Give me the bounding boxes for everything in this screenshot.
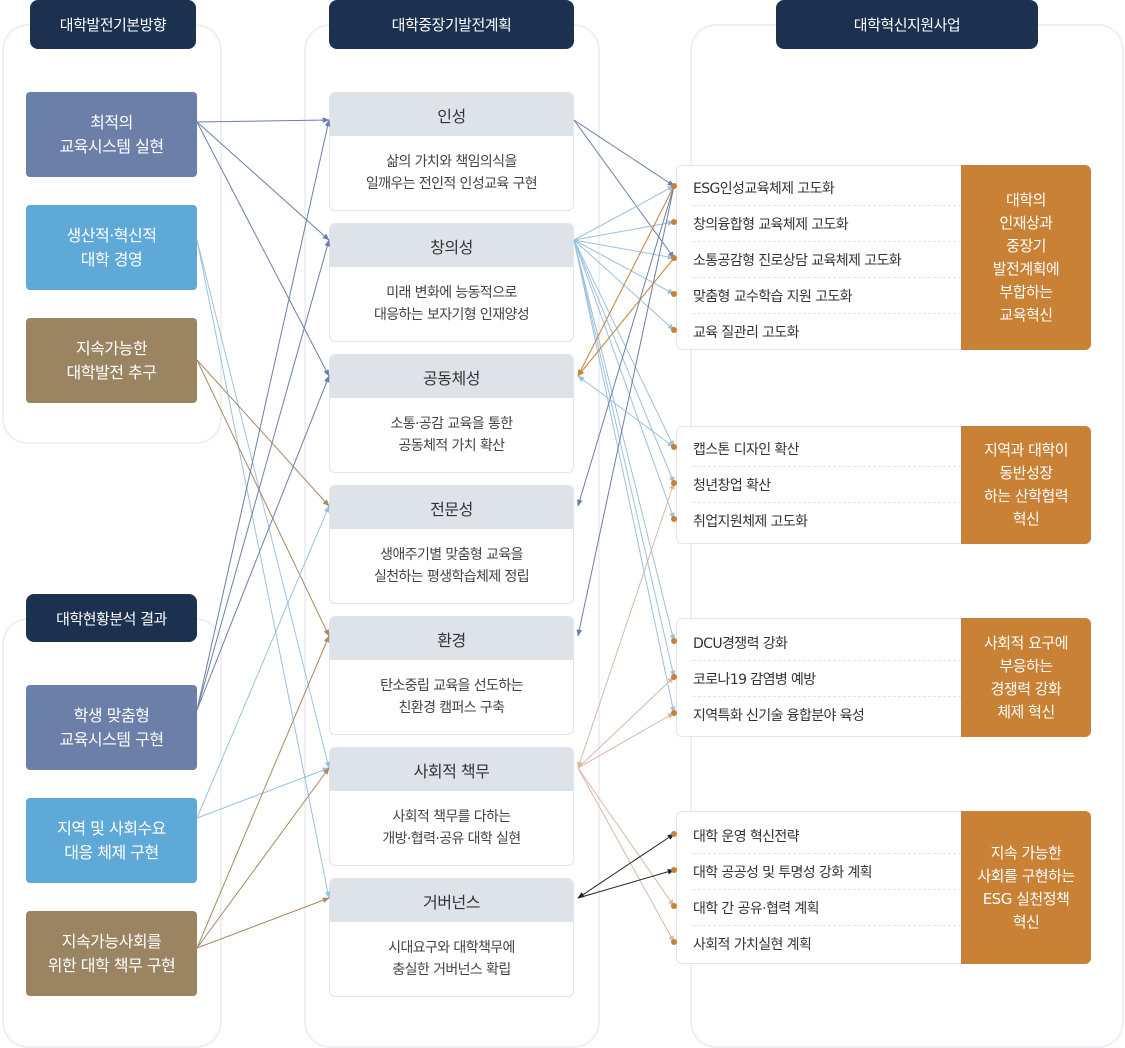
card-desc: 삶의 가치와 책임의식을 일깨우는 전인적 인성교육 구현 (365, 154, 538, 192)
right-group-industry-cooperation: 캡스톤 디자인 확산 청년창업 확산 취업지원체제 고도화 지역과 대학이 동반… (676, 426, 1091, 544)
right-item: 대학 운영 혁신전략 (693, 818, 961, 854)
right-item: 코로나19 감염병 예방 (693, 661, 961, 697)
middle-card-expertise: 전문성 생애주기별 맞춤형 교육을 실천하는 평생학습체제 정립 (329, 485, 574, 604)
card-desc: 사회적 책무를 다하는 개방·협력·공유 대학 실현 (382, 809, 521, 847)
right-group-label: 지역과 대학이 동반성장 하는 산학협력 혁신 (961, 426, 1091, 544)
card-title: 환경 (330, 617, 573, 660)
left-box-sustainable-development: 지속가능한 대학발전 추구 (26, 318, 197, 403)
right-item: 청년창업 확산 (693, 467, 961, 503)
middle-card-creativity: 창의성 미래 변화에 능동적으로 대응하는 보자기형 인재양성 (329, 223, 574, 342)
card-title: 공동체성 (330, 355, 573, 398)
card-title: 사회적 책무 (330, 748, 573, 791)
card-desc: 탄소중립 교육을 선도하는 친환경 캠퍼스 구축 (380, 678, 523, 716)
card-desc: 생애주기별 맞춤형 교육을 실천하는 평생학습체제 정립 (373, 547, 530, 585)
card-desc: 시대요구와 대학책무에 충실한 거버넌스 확립 (388, 940, 515, 978)
left-box-innovative-management: 생산적·혁신적 대학 경영 (26, 205, 197, 290)
right-item: 취업지원체제 고도화 (693, 514, 808, 530)
right-group-label: 대학의 인재상과 중장기 발전계획에 부합하는 교육혁신 (961, 165, 1091, 350)
card-desc: 미래 변화에 능동적으로 대응하는 보자기형 인재양성 (373, 285, 530, 323)
right-item: 지역특화 신기술 융합분야 육성 (693, 708, 865, 724)
right-item: 사회적 가치실현 계획 (693, 937, 812, 953)
right-item: 창의융합형 교육체제 고도화 (693, 206, 961, 242)
card-title: 인성 (330, 93, 573, 136)
middle-card-social-responsibility: 사회적 책무 사회적 책무를 다하는 개방·협력·공유 대학 실현 (329, 747, 574, 866)
right-group-esg-policy: 대학 운영 혁신전략 대학 공공성 및 투명성 강화 계획 대학 간 공유·협력… (676, 811, 1091, 964)
left-box-social-responsibility: 지속가능사회를 위한 대학 책무 구현 (26, 911, 197, 996)
left-header-analysis: 대학현황분석 결과 (26, 594, 197, 642)
middle-card-governance: 거버넌스 시대요구와 대학책무에 충실한 거버넌스 확립 (329, 878, 574, 997)
right-item: 대학 간 공유·협력 계획 (693, 890, 961, 926)
right-group-label: 사회적 요구에 부응하는 경쟁력 강화 체제 혁신 (961, 618, 1091, 737)
middle-card-environment: 환경 탄소중립 교육을 선도하는 친환경 캠퍼스 구축 (329, 616, 574, 735)
middle-card-character: 인성 삶의 가치와 책임의식을 일깨우는 전인적 인성교육 구현 (329, 92, 574, 211)
left-box-student-custom-education: 학생 맞춤형 교육시스템 구현 (26, 685, 197, 770)
card-title: 거버넌스 (330, 879, 573, 922)
right-item: DCU경쟁력 강화 (693, 625, 961, 661)
right-item: ESG인성교육체제 고도화 (693, 170, 961, 206)
left-box-optimal-education: 최적의 교육시스템 실현 (26, 92, 197, 177)
right-group-education-innovation: ESG인성교육체제 고도화 창의융합형 교육체제 고도화 소통공감형 진로상담 … (676, 165, 1091, 350)
right-item: 맞춤형 교수학습 지원 고도화 (693, 278, 961, 314)
right-group-competitiveness: DCU경쟁력 강화 코로나19 감염병 예방 지역특화 신기술 융합분야 육성 … (676, 618, 1091, 737)
right-item: 대학 공공성 및 투명성 강화 계획 (693, 854, 961, 890)
right-item: 소통공감형 진로상담 교육체제 고도화 (693, 242, 961, 278)
left-box-regional-response: 지역 및 사회수요 대응 체제 구현 (26, 798, 197, 883)
card-title: 전문성 (330, 486, 573, 529)
right-item: 교육 질관리 고도화 (693, 325, 800, 341)
middle-card-community: 공동체성 소통·공감 교육을 통한 공동체적 가치 확산 (329, 354, 574, 473)
right-group-label: 지속 가능한 사회를 구현하는 ESG 실천정책 혁신 (961, 811, 1091, 964)
right-header: 대학혁신지원사업 (776, 0, 1038, 49)
card-desc: 소통·공감 교육을 통한 공동체적 가치 확산 (390, 416, 513, 454)
right-item: 캡스톤 디자인 확산 (693, 431, 961, 467)
middle-header: 대학중장기발전계획 (329, 0, 574, 49)
card-title: 창의성 (330, 224, 573, 267)
left-header: 대학발전기본방향 (30, 0, 196, 49)
